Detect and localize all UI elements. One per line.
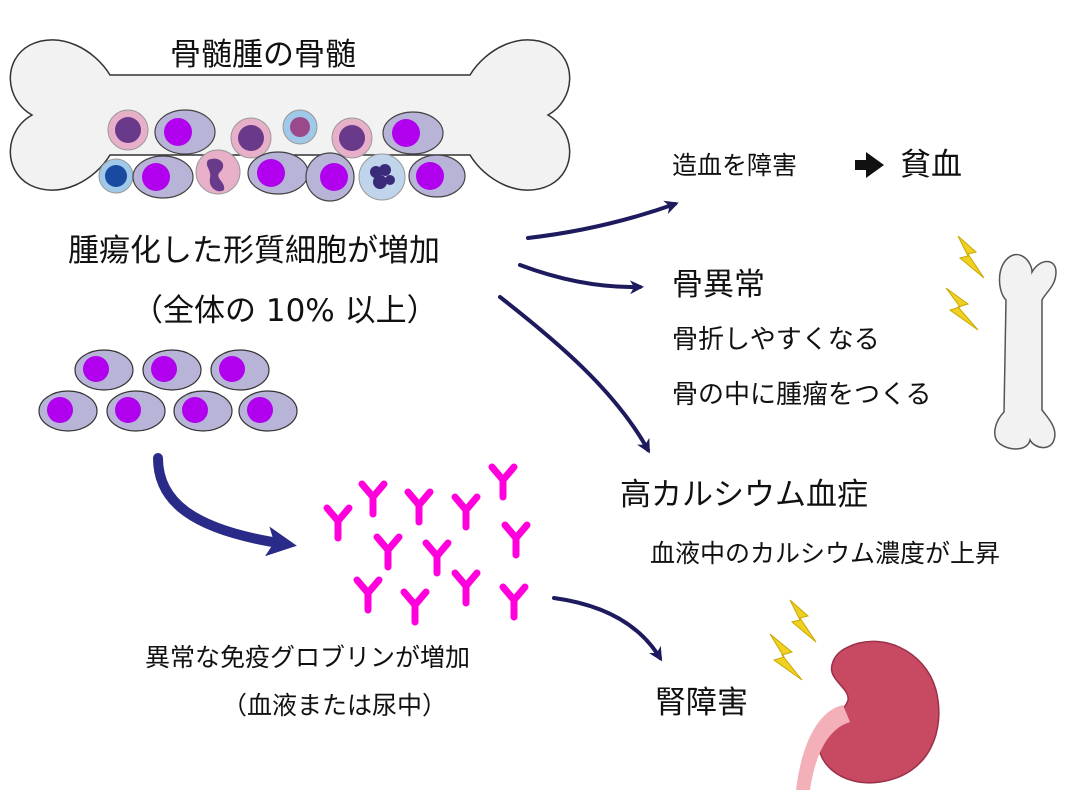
calcium-heading: 高カルシウム血症	[620, 477, 868, 513]
plasma-note: （全体の 10% 以上）	[132, 293, 438, 329]
marrow-cells	[98, 109, 466, 202]
kidney-icon	[796, 640, 940, 790]
bone-icon	[994, 253, 1057, 450]
antibody-icons	[323, 463, 531, 626]
bone-item-2: 骨の中に腫瘤をつくる	[672, 380, 932, 410]
big-arrow	[153, 453, 297, 557]
plasma-increase-label: 腫瘍化した形質細胞が増加	[68, 233, 440, 269]
globulin-increase: 異常な免疫グロブリンが増加	[145, 643, 471, 672]
globulin-note: （血液または尿中）	[222, 691, 448, 720]
bone-heading: 骨異常	[672, 267, 765, 303]
anemia-result: 貧血	[900, 147, 962, 183]
lightning-icon	[769, 235, 985, 681]
calcium-desc: 血液中のカルシウム濃度が上昇	[650, 539, 1001, 568]
marrow-title: 骨髄腫の骨髄	[170, 37, 356, 73]
anemia-cause: 造血を障害	[672, 151, 798, 180]
bone-item-1: 骨折しやすくなる	[672, 325, 880, 355]
right-arrow-icon	[855, 152, 884, 178]
kidney-heading: 腎障害	[655, 685, 748, 721]
plasma-cell-icons	[38, 349, 298, 432]
flow-arrows	[498, 200, 679, 662]
